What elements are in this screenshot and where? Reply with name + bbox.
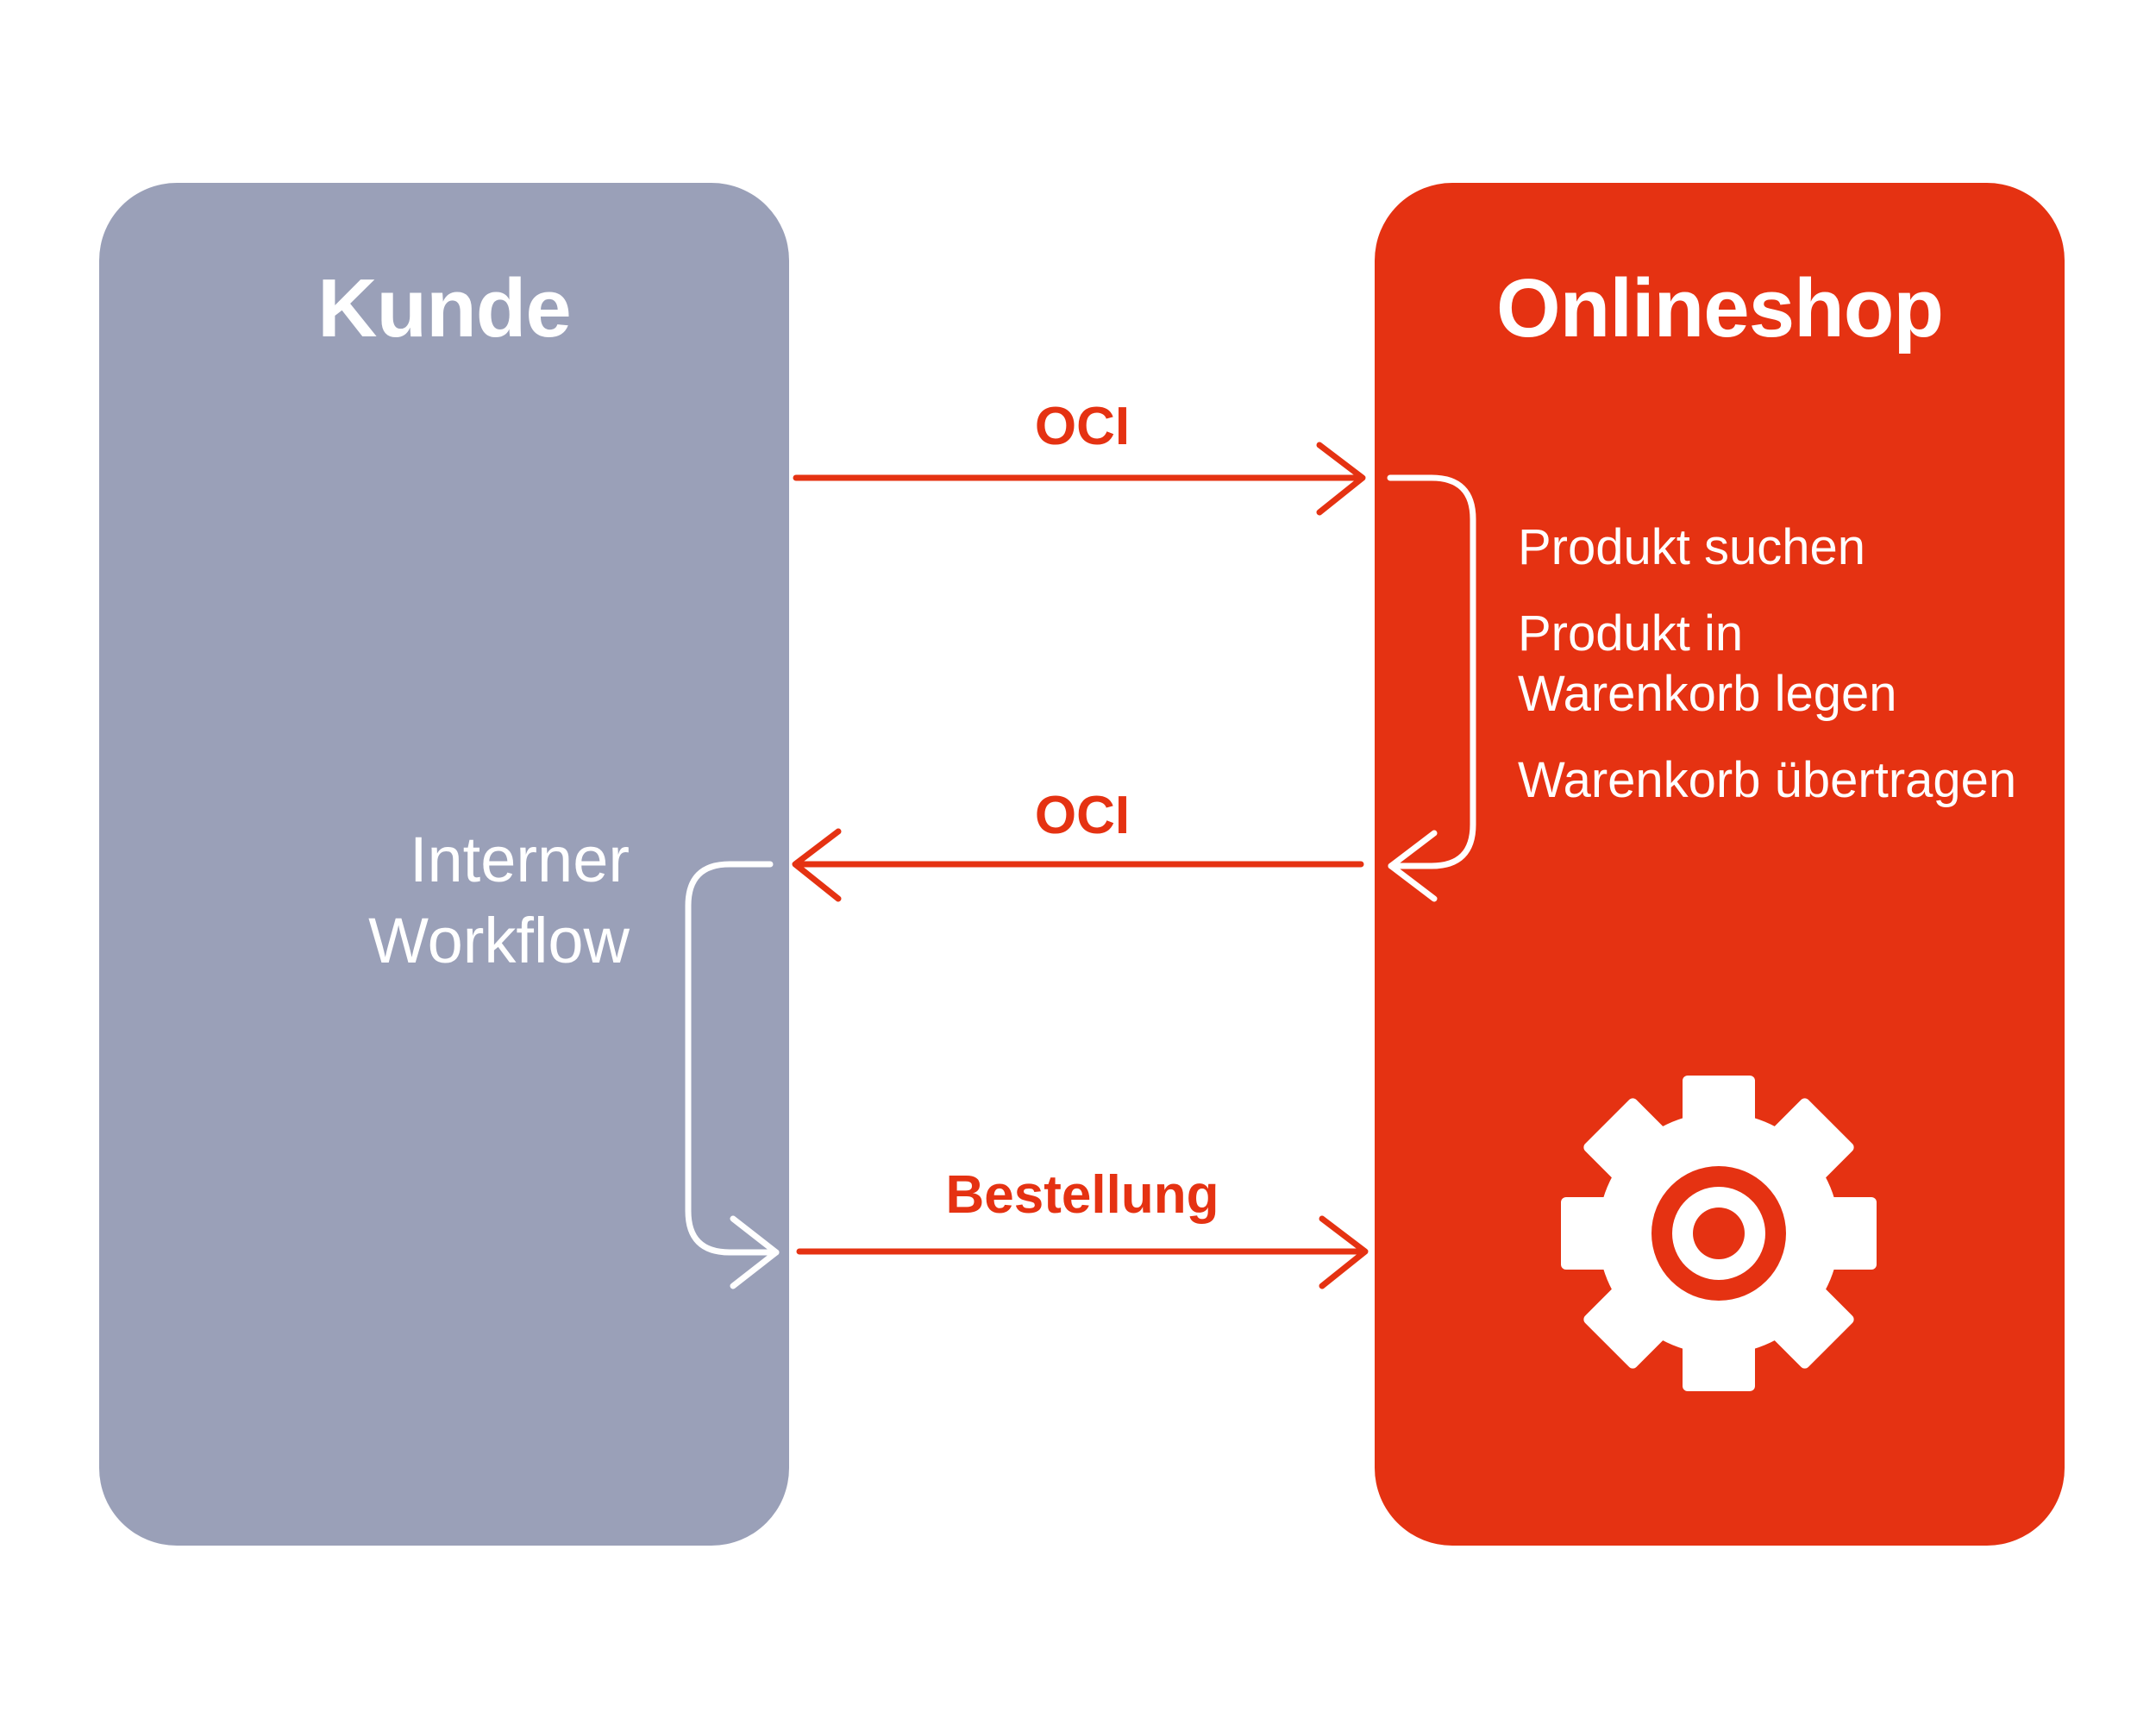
workflow-label-line-2: Workflow (368, 905, 630, 976)
kunde-title: Kunde (317, 262, 572, 354)
step-warenkorb-legen: Produkt in Warenkorb legen (1518, 604, 2070, 724)
kunde-workflow-bracket (685, 861, 780, 1289)
bestellung-arrow (796, 1215, 1369, 1289)
arrow-label-oci-request: OCI (1034, 397, 1131, 456)
arrow-label-oci-return: OCI (1034, 786, 1131, 845)
step-warenkorb-legen-line-2: Warenkorb legen (1518, 666, 1897, 722)
kunde-panel: Kunde (99, 183, 789, 1546)
step-produkt-suchen: Produkt suchen (1518, 519, 1866, 575)
arrow-label-bestellung: Bestellung (945, 1165, 1219, 1225)
step-warenkorb-uebertragen: Warenkorb übertragen (1518, 752, 2017, 808)
gear-icon (1561, 1076, 1877, 1391)
internal-workflow-label: Interner Workflow (216, 819, 630, 982)
step-warenkorb-legen-line-1: Produkt in (1518, 605, 1744, 662)
onlineshop-flow-bracket (1387, 474, 1476, 902)
oci-return-arrow (792, 828, 1364, 902)
onlineshop-title: Onlineshop (1496, 262, 1944, 354)
workflow-label-line-1: Interner (409, 824, 630, 895)
onlineshop-steps: Produkt suchen Produkt in Warenkorb lege… (1518, 518, 2070, 837)
oci-request-arrow (793, 442, 1366, 516)
